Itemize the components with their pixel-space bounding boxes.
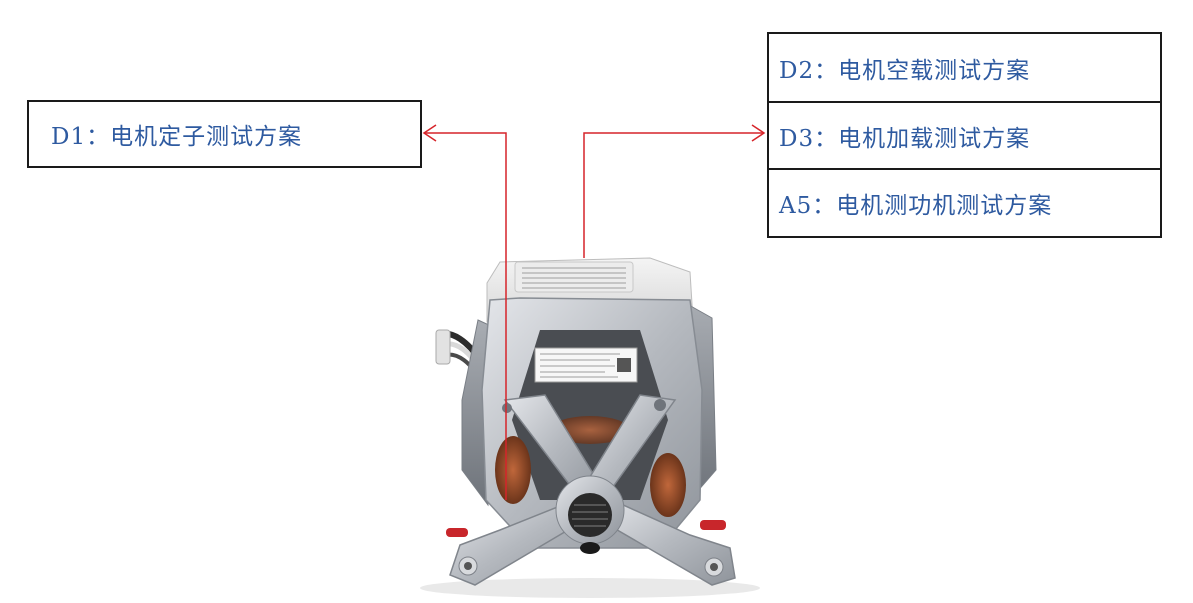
label-group-right: D2：电机空载测试方案 D3：电机加载测试方案 A5：电机测功机测试方案 [767, 32, 1162, 238]
label-d3-text: D3：电机加载测试方案 [779, 125, 1031, 152]
nameplate [534, 347, 638, 383]
label-row-d3: D3：电机加载测试方案 [769, 101, 1160, 168]
bolt [502, 403, 512, 413]
label-d1-text: D1：电机定子测试方案 [51, 124, 303, 150]
motor-shadow [420, 578, 760, 598]
label-row-a5: A5：电机测功机测试方案 [769, 168, 1160, 235]
label-row-d2: D2：电机空载测试方案 [769, 34, 1160, 101]
label-d2-text: D2：电机空载测试方案 [779, 57, 1031, 84]
damper-left [446, 528, 468, 537]
damper-right [700, 520, 726, 530]
shaft-hub [555, 475, 625, 554]
label-a5-text: A5：电机测功机测试方案 [779, 192, 1053, 219]
cross-bracket [449, 394, 736, 586]
label-box-d1: D1：电机定子测试方案 [27, 100, 422, 168]
bolt [654, 399, 666, 411]
